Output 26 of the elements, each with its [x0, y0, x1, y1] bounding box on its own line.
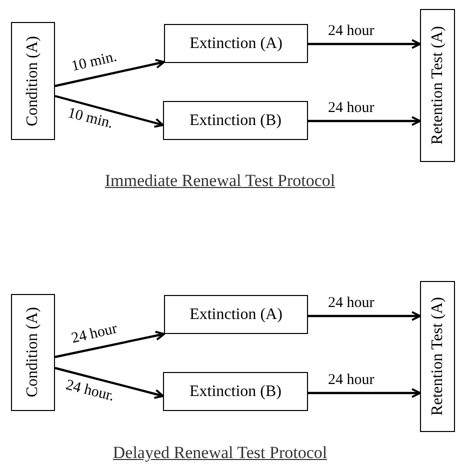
edge-label: 24 hour: [328, 373, 374, 388]
process-box: Condition (A): [11, 22, 55, 140]
arrow: [308, 311, 421, 321]
edge-label: 24 hour.: [64, 378, 116, 405]
protocol-heading: Delayed Renewal Test Protocol: [112, 442, 328, 464]
edge-label: 10 min.: [66, 106, 114, 132]
arrow: [54, 330, 165, 358]
arrow: [54, 366, 164, 399]
process-box: Condition (A): [11, 294, 55, 411]
process-box: Extinction (B): [163, 372, 308, 411]
arrow: [308, 39, 421, 49]
protocol-heading: Immediate Renewal Test Protocol: [104, 170, 336, 192]
process-box: Extinction (A): [164, 295, 308, 334]
edge-label: 24 hour: [328, 101, 374, 116]
edge-label: 24 hour: [328, 24, 374, 39]
edge-label: 24 hour: [70, 322, 119, 347]
arrow: [54, 94, 164, 128]
edge-label: 24 hour: [328, 296, 374, 311]
process-box: Retention Test (A): [420, 9, 455, 162]
arrow: [308, 116, 421, 126]
arrow: [54, 58, 165, 88]
process-box: Extinction (A): [164, 24, 308, 63]
process-box: Extinction (B): [163, 101, 308, 140]
arrow: [308, 388, 421, 398]
process-box: Retention Test (A): [420, 281, 455, 432]
edge-label: 10 min.: [70, 50, 118, 75]
